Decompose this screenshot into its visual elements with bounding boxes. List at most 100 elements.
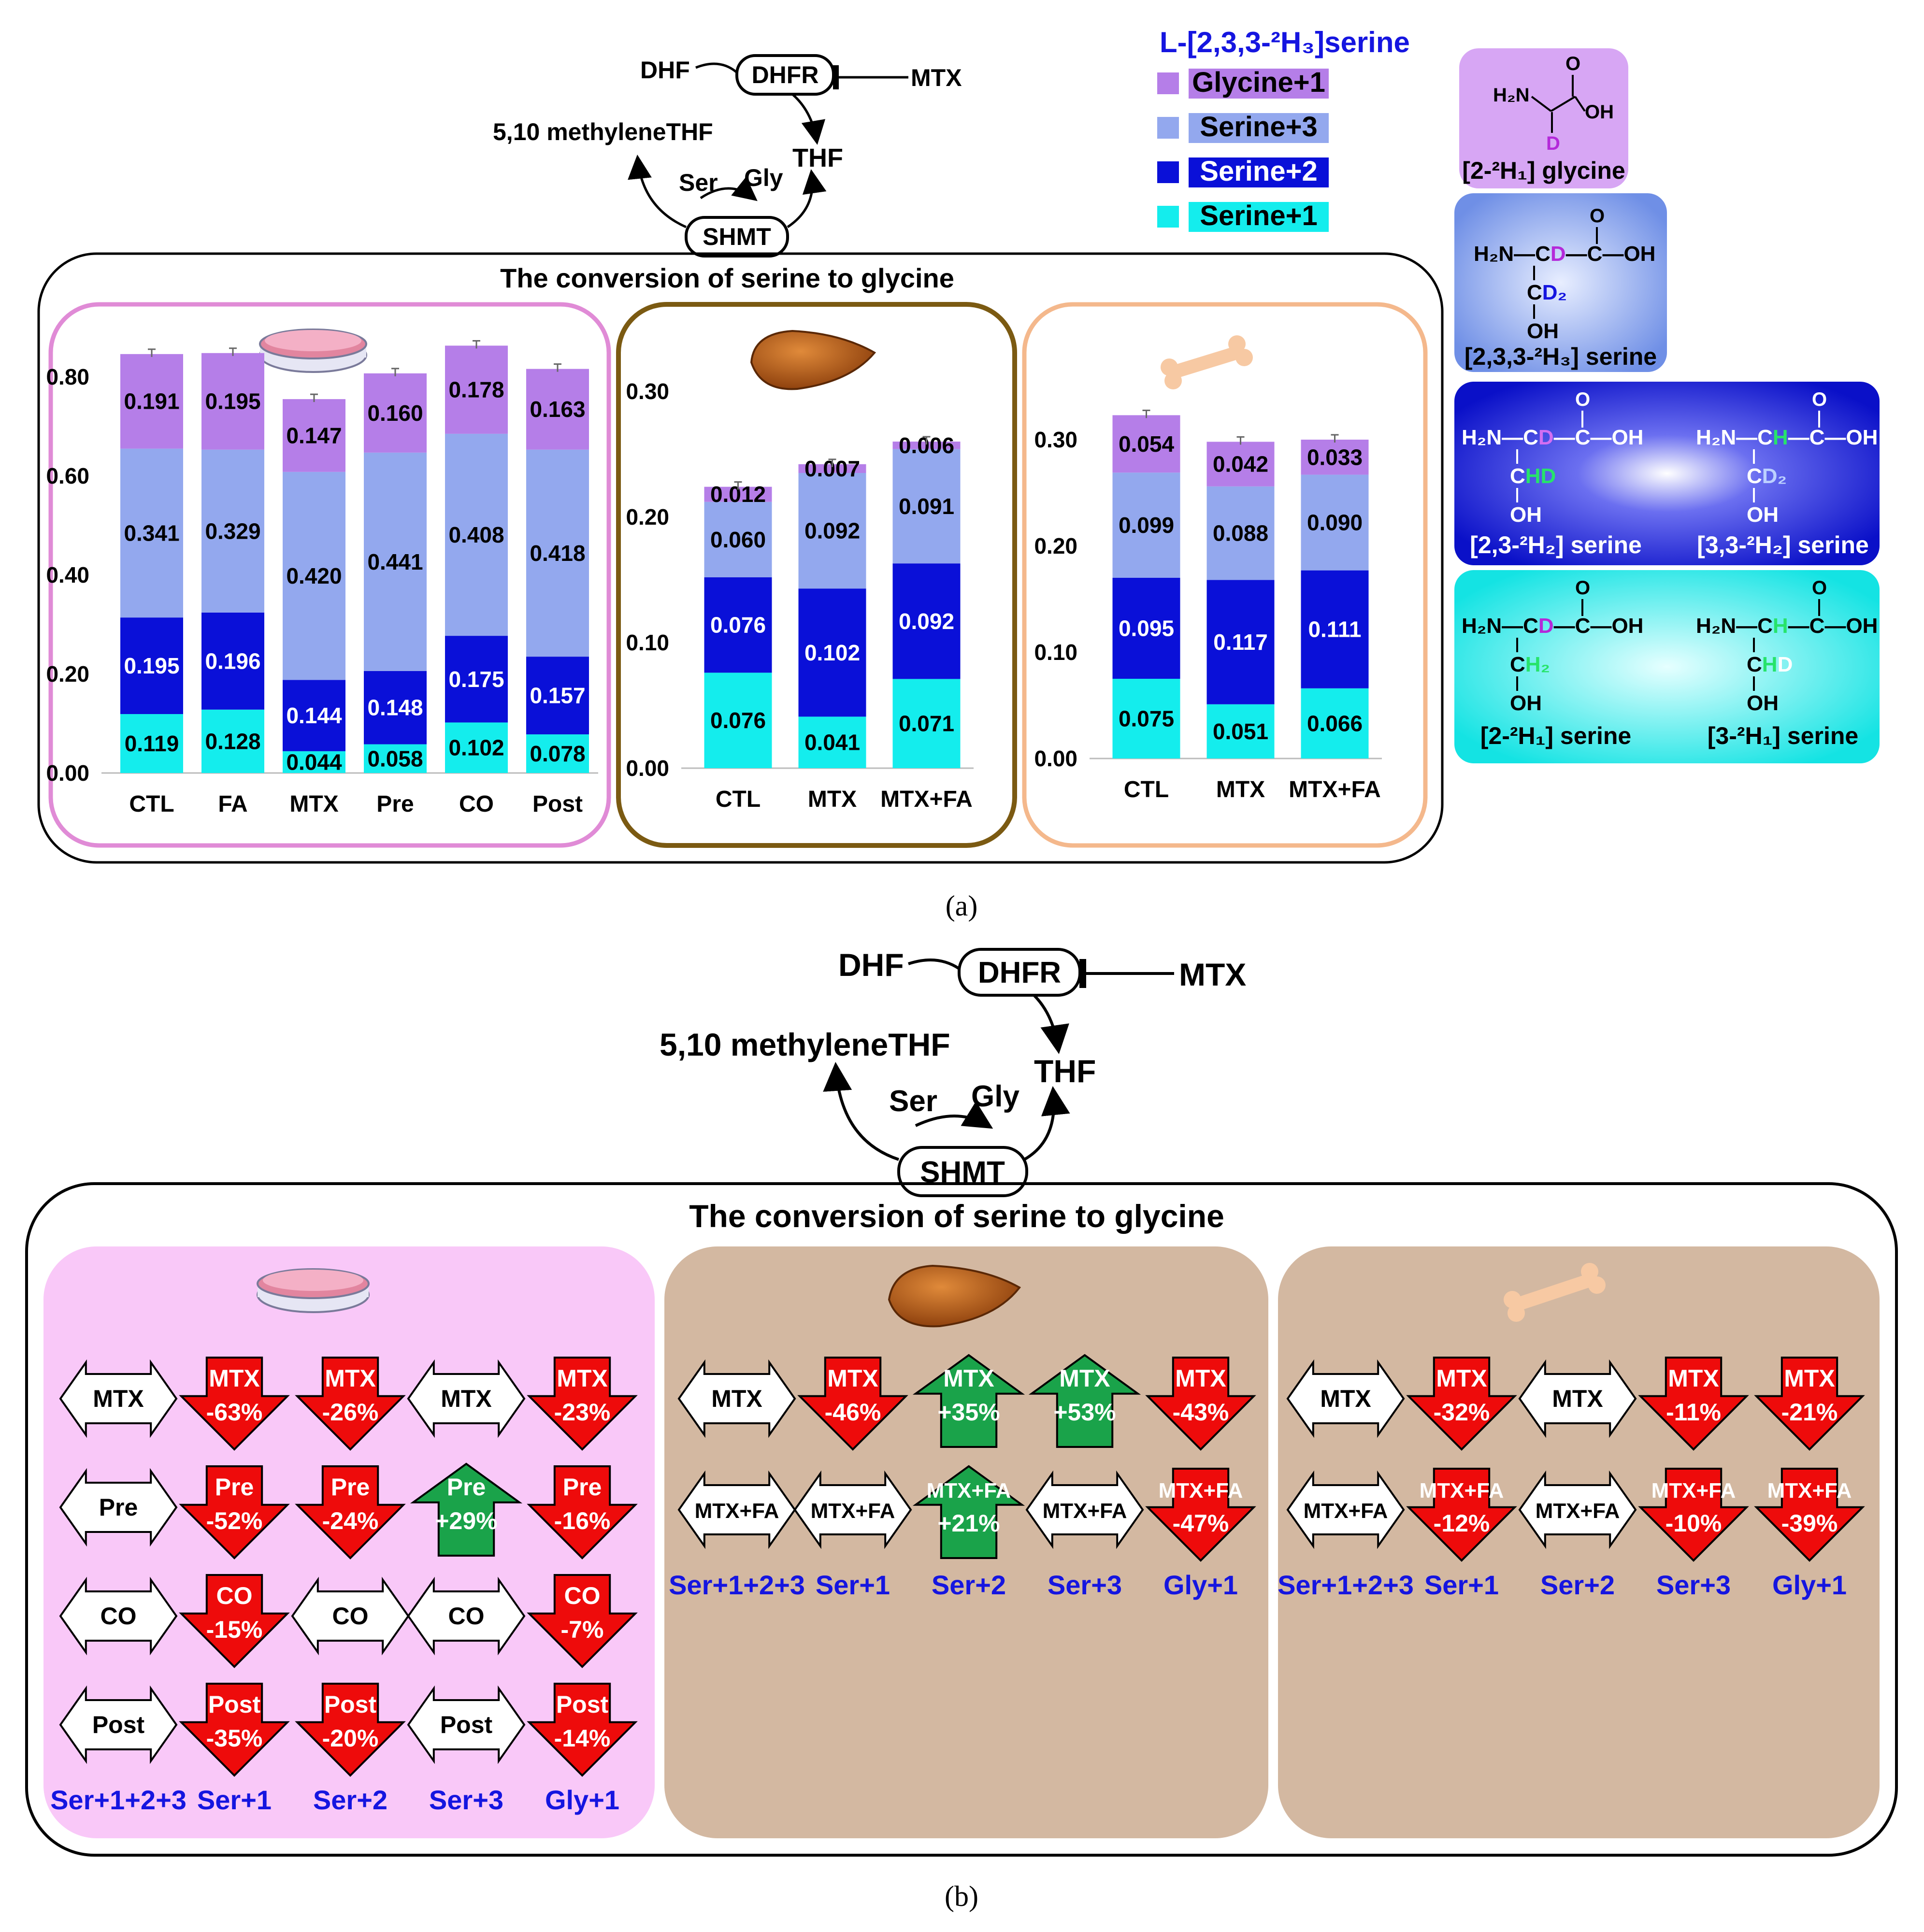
bar-segment-glycineplus1: [798, 464, 866, 473]
bar-value-label: 0.117: [1213, 630, 1268, 655]
arrow-treatment-label: MTX: [1436, 1365, 1487, 1392]
decrease-arrow-icon: [295, 1683, 406, 1777]
decrease-arrow-icon: [797, 1357, 908, 1451]
increase-arrow-icon: [410, 1462, 523, 1557]
increase-arrow-icon: [912, 1354, 1025, 1448]
decrease-arrow-icon: [1406, 1468, 1517, 1562]
arrow-treatment-label: Pre: [99, 1494, 138, 1521]
bar-segment-glycineplus1: [1112, 415, 1180, 473]
svg-text:H₂N—CD—C—OH: H₂N—CD—C—OH: [1474, 242, 1655, 266]
ser-label-b: Ser: [889, 1085, 937, 1118]
bar-value-label: 0.102: [448, 735, 504, 760]
x-category-label: MTX+FA: [880, 787, 973, 812]
decrease-arrow-icon: [527, 1683, 638, 1777]
bar-segment-serineplus2: [892, 563, 961, 679]
isotopologue-column-label: Ser+1+2+3: [50, 1785, 187, 1815]
decrease-arrow-icon: [1754, 1357, 1865, 1451]
arrow-treatment-label: MTX+FA: [1651, 1479, 1736, 1503]
structure-label-serine-2: [2-²H₁] serine: [1480, 722, 1631, 749]
legend-label-bg: [1189, 113, 1329, 143]
svg-text:OH: OH: [1527, 319, 1559, 343]
no-change-arrow-icon: [1025, 1470, 1144, 1549]
bar-segment-serineplus2: [704, 577, 772, 673]
glycine-structure-box: [1459, 48, 1628, 188]
isotopologue-column-label: Gly+1: [1163, 1570, 1238, 1600]
bar-value-label: 0.418: [530, 541, 585, 566]
arrow-treatment-label: Pre: [215, 1474, 254, 1501]
y-tick-label: 0.20: [46, 661, 89, 687]
x-category-label: CTL: [716, 787, 761, 812]
bar-value-label: 0.095: [1119, 616, 1174, 641]
decrease-arrow-icon: [527, 1574, 638, 1668]
bar-value-label: 0.144: [286, 703, 342, 728]
arrow-percent-label: -10%: [1666, 1510, 1722, 1537]
svg-text:D: D: [1546, 133, 1560, 154]
petri-dish-icon-b: [257, 1268, 370, 1313]
legend-label-bg: [1189, 157, 1329, 187]
arrow-treatment-label: MTX+FA: [1767, 1479, 1852, 1503]
bar-value-label: 0.178: [448, 377, 504, 402]
x-category-label: CO: [459, 791, 494, 817]
bar-value-label: 0.042: [1213, 452, 1268, 477]
bar-value-label: 0.091: [899, 494, 954, 519]
bone-icon-b: [1504, 1263, 1606, 1322]
bar-segment-serineplus3: [1112, 472, 1180, 578]
bar-value-label: 0.075: [1119, 706, 1174, 731]
arrow-percent-label: -15%: [206, 1616, 263, 1643]
arrow-treatment-label: Post: [556, 1691, 609, 1718]
bar-value-label: 0.060: [710, 527, 766, 552]
x-category-label: Pre: [376, 791, 414, 817]
bar-segment-serineplus1: [1112, 679, 1180, 758]
bar-value-label: 0.128: [205, 729, 260, 754]
x-category-label: CTL: [1124, 777, 1169, 802]
y-tick-label: 0.20: [1034, 533, 1077, 558]
gly-label: Gly: [744, 164, 783, 191]
y-tick-label: 0.00: [46, 760, 89, 786]
bone-arrow-panel: [1278, 1246, 1880, 1838]
no-change-arrow-icon: [59, 1685, 178, 1764]
svg-text:CHD: CHD: [1510, 464, 1556, 488]
arrow-treatment-label: Post: [440, 1711, 493, 1738]
bar-segment-serineplus2: [1301, 570, 1369, 688]
bar-value-label: 0.160: [367, 401, 423, 426]
bar-segment-serineplus2: [1112, 578, 1180, 679]
bar-segment-glycineplus1: [201, 353, 264, 450]
thf-label-b: THF: [1034, 1053, 1096, 1089]
arrow-treatment-label: MTX: [93, 1385, 144, 1412]
legend: L-[2,3,3-²H₃]serine Glycine+1Serine+3Ser…: [1157, 26, 1410, 232]
bar-value-label: 0.102: [804, 640, 860, 665]
no-change-arrow-icon: [59, 1359, 178, 1438]
bar-segment-glycineplus1: [1206, 442, 1275, 487]
y-tick-label: 0.30: [1034, 427, 1077, 452]
isotopologue-column-label: Ser+1: [816, 1570, 890, 1600]
bar-value-label: 0.090: [1307, 510, 1363, 535]
bar-segment-serineplus3: [445, 433, 508, 636]
arrow-percent-label: -16%: [554, 1507, 611, 1534]
decrease-arrow-icon: [1638, 1468, 1749, 1562]
svg-text:CD₂: CD₂: [1527, 281, 1567, 304]
x-category-label: FA: [218, 791, 247, 817]
svg-text:O: O: [1565, 53, 1580, 74]
bar-segment-serineplus3: [364, 452, 427, 671]
shmt-label: SHMT: [703, 223, 771, 250]
legend-label-bg: [1189, 69, 1329, 99]
arrow-treatment-label: CO: [332, 1603, 369, 1630]
shmt-box: [685, 216, 789, 258]
bar-value-label: 0.147: [286, 423, 342, 448]
arrow-treatment-label: MTX+FA: [695, 1499, 779, 1523]
bar-value-label: 0.092: [899, 609, 954, 634]
bar-segment-glycineplus1: [120, 354, 183, 449]
bar-value-label: 0.033: [1307, 444, 1363, 470]
no-change-arrow-icon: [59, 1468, 178, 1547]
bar-value-label: 0.099: [1119, 513, 1174, 538]
arrow-treatment-label: MTX: [711, 1385, 762, 1412]
bar-value-label: 0.066: [1307, 711, 1363, 736]
arrow-treatment-label: Post: [208, 1691, 261, 1718]
panel-a-title: The conversion of serine to glycine: [500, 263, 954, 293]
arrow-treatment-label: Pre: [331, 1474, 370, 1501]
bar-segment-serineplus1: [120, 714, 183, 773]
bar-segment-serineplus3: [1301, 474, 1369, 571]
svg-text:OH: OH: [1510, 503, 1542, 527]
decrease-arrow-icon: [295, 1357, 406, 1451]
